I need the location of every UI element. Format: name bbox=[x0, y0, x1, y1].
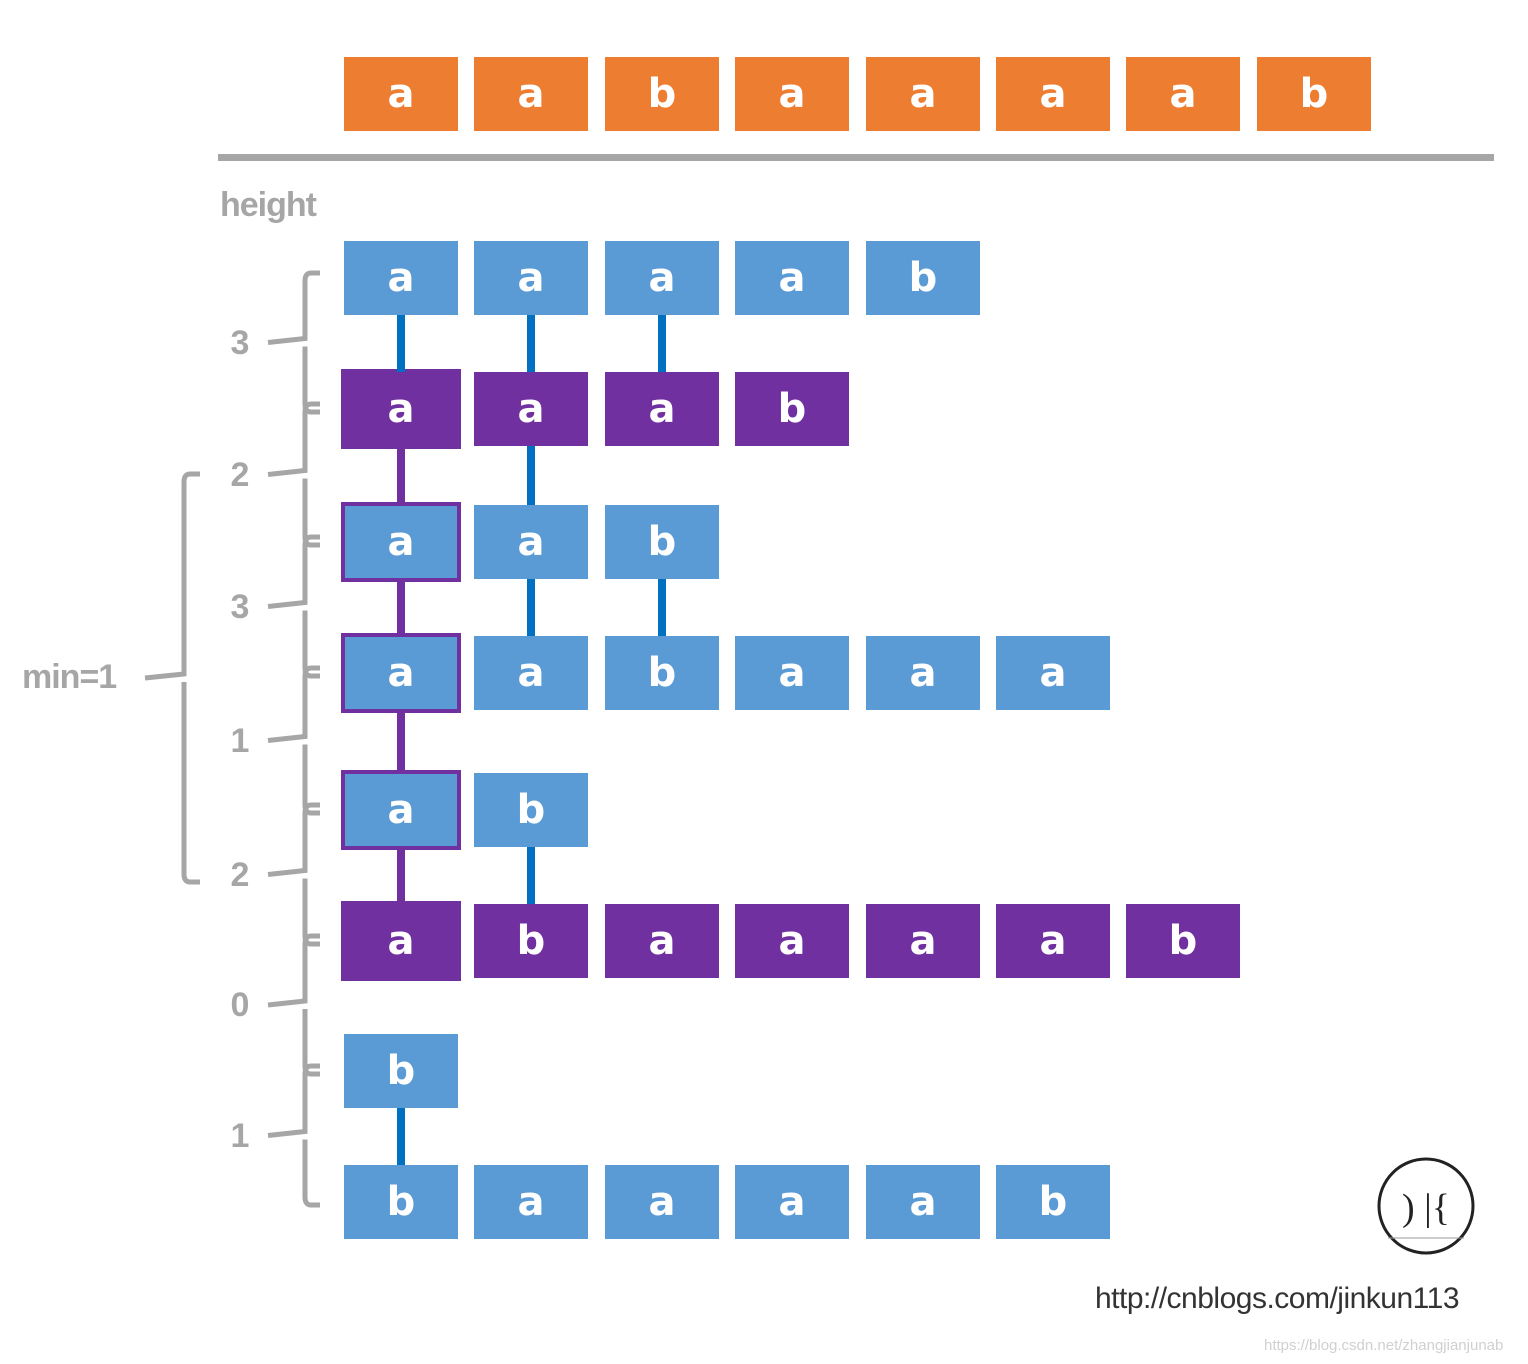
suffix-char-cell: b bbox=[474, 904, 588, 978]
suffix-char-cell: a bbox=[866, 904, 980, 978]
suffix-char-cell: b bbox=[866, 241, 980, 315]
suffix-char-cell: a bbox=[735, 636, 849, 710]
logo-icon: ) |{ bbox=[1377, 1157, 1475, 1255]
suffix-char-cell: b bbox=[735, 372, 849, 446]
height-value: 2 bbox=[230, 455, 250, 494]
height-value: 2 bbox=[230, 855, 250, 894]
lcp-connector-line bbox=[527, 579, 535, 636]
lcp-connector-line bbox=[397, 1108, 405, 1165]
original-char-cell: a bbox=[474, 57, 588, 131]
lcp-connector-line bbox=[527, 315, 535, 372]
suffix-char-cell: a bbox=[341, 770, 461, 850]
suffix-char-cell: a bbox=[474, 636, 588, 710]
height-bracket bbox=[267, 401, 320, 548]
height-bracket bbox=[267, 665, 320, 816]
suffix-char-cell: a bbox=[866, 1165, 980, 1239]
suffix-char-cell: a bbox=[474, 505, 588, 579]
suffix-char-cell: b bbox=[344, 1165, 458, 1239]
lcp-connector-line bbox=[658, 579, 666, 636]
lcp-connector-line bbox=[397, 710, 405, 773]
original-char-cell: a bbox=[1126, 57, 1240, 131]
lcp-connector-line bbox=[397, 315, 405, 372]
suffix-char-cell: b bbox=[344, 1034, 458, 1108]
suffix-char-cell: a bbox=[474, 372, 588, 446]
height-value: 0 bbox=[230, 986, 250, 1024]
suffix-char-cell: a bbox=[474, 1165, 588, 1239]
suffix-char-cell: a bbox=[605, 904, 719, 978]
height-bracket bbox=[267, 270, 320, 415]
height-bracket bbox=[267, 1063, 320, 1208]
height-value: 1 bbox=[230, 721, 250, 760]
suffix-char-cell: a bbox=[341, 369, 461, 449]
height-bracket bbox=[267, 802, 320, 947]
lcp-connector-line bbox=[397, 446, 405, 505]
suffix-char-cell: a bbox=[996, 636, 1110, 710]
min-bracket bbox=[144, 471, 200, 885]
suffix-char-cell: b bbox=[605, 636, 719, 710]
height-bracket bbox=[267, 534, 320, 679]
suffix-char-cell: a bbox=[605, 1165, 719, 1239]
suffix-char-cell: a bbox=[866, 636, 980, 710]
lcp-connector-line bbox=[658, 315, 666, 372]
original-char-cell: a bbox=[344, 57, 458, 131]
suffix-char-cell: a bbox=[605, 372, 719, 446]
lcp-connector-line bbox=[397, 579, 405, 636]
suffix-char-cell: a bbox=[341, 502, 461, 582]
height-bracket bbox=[267, 933, 320, 1077]
suffix-char-cell: a bbox=[605, 241, 719, 315]
original-char-cell: b bbox=[1257, 57, 1371, 131]
original-char-cell: a bbox=[996, 57, 1110, 131]
suffix-char-cell: b bbox=[474, 773, 588, 847]
height-value: 3 bbox=[230, 323, 250, 362]
original-char-cell: b bbox=[605, 57, 719, 131]
logo-text: ) |{ bbox=[1402, 1187, 1450, 1229]
lcp-connector-line bbox=[527, 446, 535, 505]
suffix-char-cell: b bbox=[605, 505, 719, 579]
suffix-char-cell: a bbox=[735, 241, 849, 315]
suffix-char-cell: a bbox=[996, 904, 1110, 978]
lcp-connector-line bbox=[397, 847, 405, 904]
suffix-char-cell: a bbox=[735, 904, 849, 978]
suffix-char-cell: a bbox=[735, 1165, 849, 1239]
min-label: min=1 bbox=[22, 658, 117, 696]
height-value: 1 bbox=[230, 1116, 250, 1155]
height-value: 3 bbox=[230, 587, 250, 626]
source-url[interactable]: http://cnblogs.com/jinkun113 bbox=[1095, 1282, 1460, 1315]
suffix-char-cell: b bbox=[996, 1165, 1110, 1239]
suffix-char-cell: a bbox=[474, 241, 588, 315]
original-char-cell: a bbox=[866, 57, 980, 131]
original-char-cell: a bbox=[735, 57, 849, 131]
suffix-char-cell: b bbox=[1126, 904, 1240, 978]
height-label: height bbox=[220, 186, 317, 224]
watermark-text: https://blog.csdn.net/zhangjianjunab bbox=[1264, 1337, 1504, 1354]
suffix-char-cell: a bbox=[344, 241, 458, 315]
separator-line bbox=[218, 154, 1494, 161]
lcp-connector-line bbox=[527, 847, 535, 904]
